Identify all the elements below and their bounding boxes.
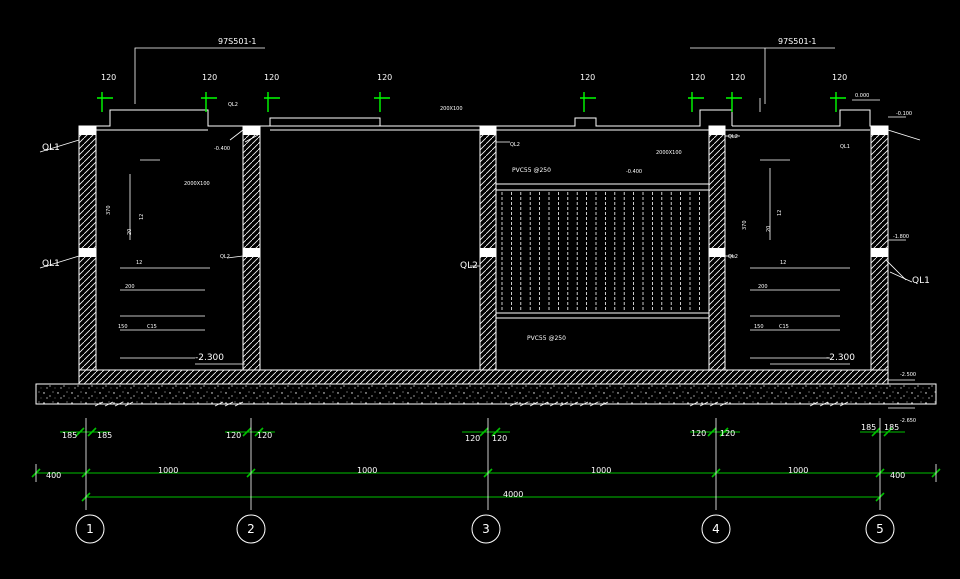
- grid-axis-bubble: [75, 514, 105, 544]
- layer-note-right: 12: [777, 210, 783, 216]
- beam-label-right-top: QL1: [840, 144, 850, 150]
- pair-dim-right: 120: [720, 429, 735, 438]
- top-dim: 120: [580, 73, 595, 82]
- level-floor-left: -2.300: [195, 353, 224, 363]
- layer-note-left: 12: [136, 260, 142, 266]
- beam-label-inner: QL2: [228, 102, 238, 108]
- beam-label-inner: QL2: [220, 254, 230, 260]
- grid-axis-bubble: [701, 514, 731, 544]
- beam-label-left-top: QL1: [42, 143, 60, 153]
- grid-axis-labels: 1 2 3 4 5: [86, 522, 884, 536]
- layer-note-right: 150: [754, 324, 764, 330]
- ref-right-code: 97S501-1: [778, 37, 817, 46]
- grid-axis-bubble: [471, 514, 501, 544]
- level-inner-left: -0.400: [214, 146, 230, 152]
- roof-slab-outline: [79, 109, 888, 127]
- top-dim: 120: [832, 73, 847, 82]
- pair-dim-right: 185: [97, 431, 112, 440]
- span-dim: 1000: [591, 466, 611, 475]
- pair-dim-right: 120: [492, 434, 507, 443]
- layer-note-left: 20: [127, 229, 133, 235]
- span-dim: 1000: [357, 466, 377, 475]
- layer-note-left: 370: [106, 205, 112, 215]
- level-floor-right: -2.300: [826, 353, 855, 363]
- span-dim: 400: [890, 471, 905, 480]
- beam-label-right-mid: QL1: [912, 276, 930, 286]
- top-dim: 120: [101, 73, 116, 82]
- level-leaders: [195, 98, 915, 409]
- top-dim: 120: [377, 73, 392, 82]
- grid-axes: [75, 514, 895, 544]
- beam-label-inner: QL2: [728, 134, 738, 140]
- top-dim: 120: [730, 73, 745, 82]
- ref-leaders: [134, 47, 835, 104]
- layer-note-right: 12: [780, 260, 786, 266]
- span-dim: 1000: [158, 466, 178, 475]
- top-dim: 120: [202, 73, 217, 82]
- top-dim: 120: [690, 73, 705, 82]
- pair-dim-left: 185: [861, 423, 876, 432]
- grid-axis-bubble: [865, 514, 895, 544]
- layer-note-left: 12: [139, 214, 145, 220]
- dimensions: [31, 427, 941, 502]
- floor-slab: [78, 369, 889, 385]
- pair-dim-left: 185: [62, 431, 77, 440]
- grid-axis-label: 1: [86, 522, 94, 536]
- level-base-bottom: -2.650: [900, 418, 916, 424]
- grille-top-label: PVC55 @250: [512, 167, 551, 174]
- grid-axis-label: 3: [482, 522, 490, 536]
- pair-dim-left: 120: [226, 431, 241, 440]
- ground-ticks: [94, 401, 849, 407]
- level-base-top: -2.500: [900, 372, 916, 378]
- span-dim: 400: [46, 471, 61, 480]
- pair-dim-right: 185: [884, 423, 899, 432]
- gravel-base: [35, 383, 937, 405]
- grille-bottom-label: PVC55 @250: [527, 335, 566, 342]
- pair-dim-left: 120: [465, 434, 480, 443]
- level-inner-right: -0.400: [626, 169, 642, 175]
- annotations: 97S501-1 97S501-1 120 120 120 120 120 12…: [42, 37, 930, 499]
- grid-axis-label: 2: [247, 522, 255, 536]
- layer-note-right: C15: [779, 324, 789, 330]
- grid-axis-label: 4: [712, 522, 720, 536]
- beam-label-inner: QL2: [460, 261, 478, 271]
- grid-axis-bubble: [236, 514, 266, 544]
- level-top-right: -0.100: [896, 111, 912, 117]
- layer-note-left: 200: [125, 284, 135, 290]
- opening-label-left: 2000X100: [184, 181, 210, 187]
- grille-frame: [495, 183, 710, 319]
- layer-note-left: C15: [147, 324, 157, 330]
- grid-axis-label: 5: [876, 522, 884, 536]
- beam-label-inner: QL2: [510, 142, 520, 148]
- layer-note-left: 150: [118, 324, 128, 330]
- level-right-mid: -1.800: [893, 234, 909, 240]
- grille-bars: [501, 192, 700, 311]
- ref-left-code: 97S501-1: [218, 37, 257, 46]
- beam-blocks: [79, 126, 888, 257]
- layer-note-right: 370: [742, 220, 748, 230]
- label-leaders: [39, 129, 921, 283]
- level-top-right-small: 0.000: [855, 93, 869, 99]
- pair-dim-right: 120: [257, 431, 272, 440]
- pair-dim-left: 120: [691, 429, 706, 438]
- beam-label-inner: QL2: [728, 254, 738, 260]
- beam-label-left-mid: QL1: [42, 259, 60, 269]
- note-leaders: [120, 159, 850, 359]
- layer-note-right: 20: [766, 226, 772, 232]
- structure: [35, 47, 937, 409]
- pipe-marks: [97, 92, 846, 112]
- span-dim: 1000: [788, 466, 808, 475]
- layer-note-right: 200: [758, 284, 768, 290]
- total-dim: 4000: [503, 490, 523, 499]
- opening-label-right: 2000X100: [656, 150, 682, 156]
- slab-label: 200X100: [440, 106, 463, 112]
- top-dim: 120: [264, 73, 279, 82]
- axis-lines: [35, 418, 937, 510]
